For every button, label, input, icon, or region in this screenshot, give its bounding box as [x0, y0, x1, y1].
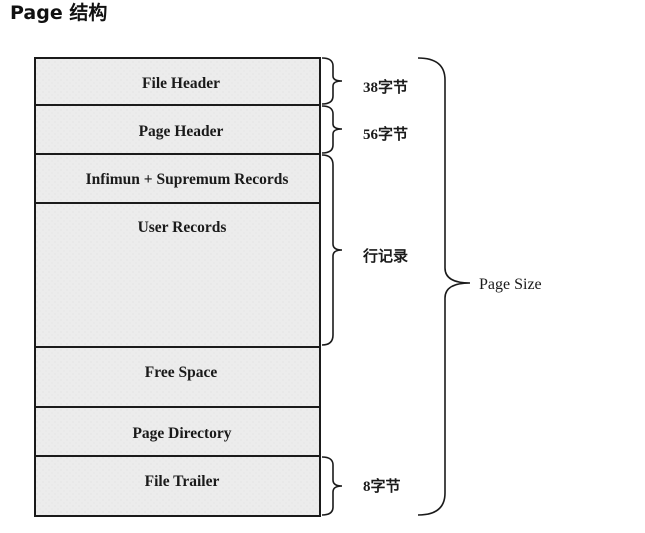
block-page-header: Page Header	[34, 104, 321, 155]
block-user-records-label: User Records	[138, 219, 227, 236]
block-free-space: Free Space	[34, 346, 321, 408]
page-size-label: Page Size	[479, 276, 542, 293]
block-user-records: User Records	[34, 202, 321, 348]
file-header-size-label: 38字节	[363, 78, 408, 96]
page-header-size-label: 56字节	[363, 125, 408, 143]
block-page-directory: Page Directory	[34, 406, 321, 457]
page-title: Page 结构	[10, 2, 108, 24]
block-file-header-label: File Header	[142, 75, 220, 92]
block-infimum-supremum-label: Infimun + Supremum Records	[86, 171, 289, 188]
block-page-directory-label: Page Directory	[132, 425, 231, 442]
block-file-header: File Header	[34, 57, 321, 106]
block-file-trailer: File Trailer	[34, 455, 321, 517]
row-records-label: 行记录	[362, 247, 408, 265]
block-infimum-supremum-records: Infimun + Supremum Records	[34, 153, 321, 204]
block-free-space-label: Free Space	[145, 364, 218, 381]
brace-file-header	[321, 57, 343, 105]
brace-page-header	[321, 105, 343, 154]
block-file-trailer-label: File Trailer	[145, 473, 220, 490]
block-page-header-label: Page Header	[139, 123, 224, 140]
brace-file-trailer	[321, 456, 343, 516]
brace-page-size	[417, 57, 471, 516]
file-trailer-size-label: 8字节	[363, 477, 401, 495]
brace-row-records	[321, 154, 343, 346]
